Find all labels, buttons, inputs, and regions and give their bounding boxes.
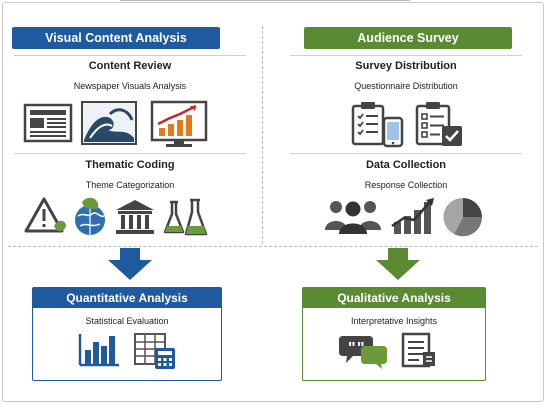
svg-text:": "	[357, 340, 365, 357]
svg-text:": "	[348, 340, 356, 357]
survey-distribution-title: Survey Distribution	[355, 60, 457, 72]
newspaper-icon	[23, 103, 73, 143]
divider	[14, 153, 246, 154]
speech-bubbles-icon: " "	[339, 336, 387, 369]
globe-leaf-icon	[75, 197, 105, 235]
qualitative-analysis-title: Qualitative Analysis	[303, 288, 485, 308]
audience-survey-header: Audience Survey	[304, 27, 512, 49]
visual-content-analysis-header: Visual Content Analysis	[12, 27, 220, 49]
thematic-coding-title: Thematic Coding	[85, 159, 175, 171]
wave-image-icon	[81, 101, 137, 145]
quantitative-analysis-box: Quantitative Analysis Statistical Evalua…	[32, 287, 222, 381]
content-review-title: Content Review	[88, 60, 172, 72]
quantitative-analysis-title: Quantitative Analysis	[33, 288, 221, 308]
divider	[14, 55, 246, 56]
top-rule	[120, 0, 410, 1]
down-arrow-blue-icon	[108, 248, 152, 280]
theme-categorization-subtitle: Theme Categorization	[85, 180, 175, 190]
lab-flasks-icon	[163, 198, 208, 236]
down-arrow-green-icon	[376, 248, 420, 280]
response-collection-subtitle: Response Collection	[364, 180, 448, 190]
divider	[290, 55, 522, 56]
spreadsheet-calculator-icon	[134, 333, 175, 369]
warning-leaf-icon	[24, 197, 66, 233]
clipboard-phone-icon	[351, 102, 404, 148]
newspaper-visuals-subtitle: Newspaper Visuals Analysis	[73, 81, 187, 91]
document-icon	[401, 332, 435, 368]
institution-icon	[116, 200, 154, 234]
qualitative-analysis-box: Qualitative Analysis Interpretative Insi…	[302, 287, 486, 381]
stage-divider	[8, 246, 538, 247]
statistical-evaluation-subtitle: Statistical Evaluation	[85, 316, 169, 326]
checklist-clipboard-icon	[415, 102, 462, 146]
questionnaire-distribution-subtitle: Questionnaire Distribution	[354, 81, 458, 91]
people-group-icon	[325, 201, 381, 234]
interpretative-insights-subtitle: Interpretative Insights	[350, 316, 438, 326]
bar-growth-icon	[391, 198, 434, 234]
bar-chart-icon	[78, 334, 119, 367]
rising-chart-monitor-icon	[150, 100, 208, 147]
column-divider	[262, 26, 263, 244]
divider	[290, 153, 522, 154]
data-collection-title: Data Collection	[365, 159, 447, 171]
pie-chart-icon	[443, 197, 483, 237]
